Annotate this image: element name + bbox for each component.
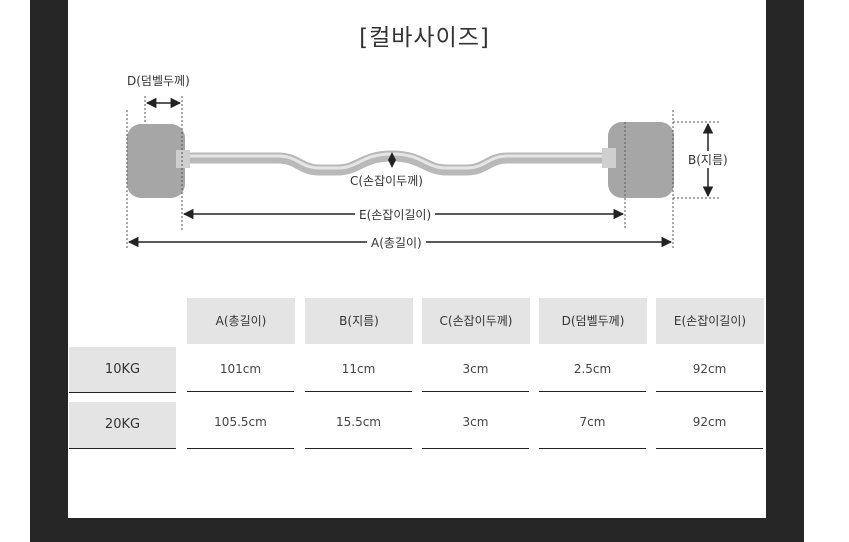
table-cell: 92cm	[692, 415, 727, 429]
row-label-20kg: 20KG	[69, 402, 176, 448]
cell-divider	[656, 448, 763, 449]
table-cell: 92cm	[692, 362, 727, 376]
label-e: E(손잡이길이)	[355, 206, 436, 223]
row-divider	[69, 448, 176, 449]
bar-shaft	[170, 150, 622, 176]
table-cell: 15.5cm	[335, 415, 381, 429]
row-label-10kg: 10KG	[69, 347, 176, 393]
dimension-guides	[126, 96, 720, 248]
label-d: D(덤벨두께)	[127, 74, 190, 88]
header-c: C(손잡이두께)	[422, 298, 530, 344]
table-cell: 105.5cm	[214, 415, 267, 429]
table-cell: 7cm	[579, 415, 606, 429]
left-collar	[176, 150, 190, 168]
header-d: D(덤벨두께)	[539, 298, 647, 344]
cell-divider	[656, 391, 763, 392]
page-title: [컬바사이즈]	[359, 25, 490, 51]
table-cell: 2.5cm	[573, 362, 612, 376]
label-b: B(지름)	[684, 151, 732, 168]
cell-divider	[539, 391, 646, 392]
label-a: A(총길이)	[367, 234, 426, 251]
cell-divider	[422, 391, 529, 392]
cell-divider	[422, 448, 529, 449]
table-cell: 11cm	[341, 362, 376, 376]
table-cell: 3cm	[462, 415, 489, 429]
left-plate	[127, 124, 185, 198]
content-panel	[68, 0, 766, 518]
row-divider	[69, 392, 176, 393]
cell-divider	[305, 391, 412, 392]
table-cell: 3cm	[462, 362, 489, 376]
cell-divider	[539, 448, 646, 449]
right-collar	[602, 148, 616, 168]
header-a: A(총길이)	[187, 298, 295, 344]
cell-divider	[187, 448, 294, 449]
header-e: E(손잡이길이)	[656, 298, 764, 344]
right-plate	[608, 122, 674, 198]
cell-divider	[187, 391, 294, 392]
label-c: C(손잡이두께)	[350, 174, 423, 188]
header-b: B(지름)	[305, 298, 413, 344]
cell-divider	[305, 448, 412, 449]
table-cell: 101cm	[219, 362, 262, 376]
